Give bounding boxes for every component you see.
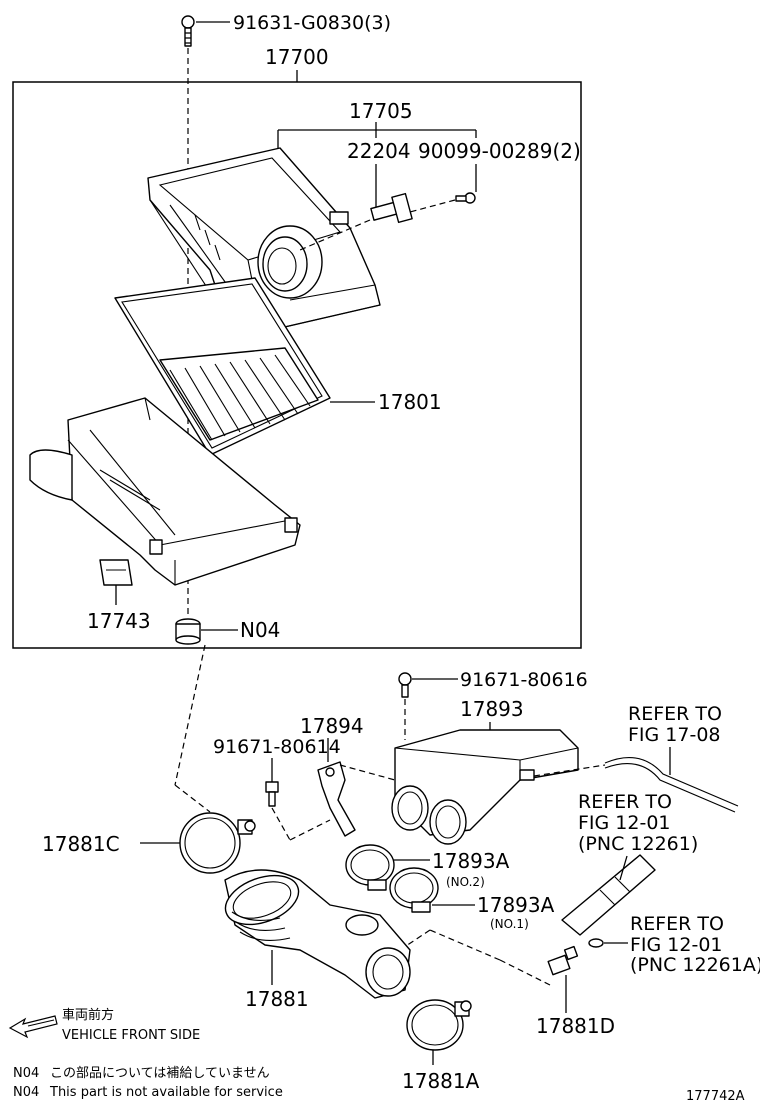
label-grommet: N04	[240, 618, 280, 642]
label-refer2-line3: (PNC 12261)	[578, 833, 698, 855]
note-jp: この部品については補給していません	[50, 1066, 270, 1081]
grommet-icon	[175, 618, 201, 645]
label-sensor: 22204	[347, 139, 411, 163]
front-arrow-icon	[8, 1015, 58, 1039]
hose-12261a-icon	[588, 938, 604, 948]
label-refer3-line2: FIG 12-01	[630, 934, 723, 956]
clamp-17893a-no1-icon	[389, 867, 439, 913]
label-bolt-mid: 91671-80616	[460, 669, 588, 691]
label-refer2-line2: FIG 12-01	[578, 812, 671, 834]
label-front-en: VEHICLE FRONT SIDE	[62, 1028, 200, 1043]
air-cleaner-case-icon	[29, 397, 301, 586]
note-jp-code: N04	[13, 1066, 39, 1081]
label-refer2-line1: REFER TO	[578, 791, 672, 813]
label-assy: 17700	[265, 45, 329, 69]
maf-sensor-icon	[370, 192, 413, 224]
intake-hose-icon	[224, 869, 411, 999]
bracket-894-icon	[317, 761, 356, 837]
label-clamp-893a-1: 17893A	[432, 849, 510, 873]
air-cleaner-cap-icon	[147, 147, 381, 336]
bracket-icon	[99, 559, 133, 586]
clamp-17881a-icon	[406, 999, 472, 1051]
label-bolt-top: 91631-G0830(3)	[233, 12, 391, 34]
label-refer1-line2: FIG 17-08	[628, 724, 721, 746]
sensor-bolt-icon	[455, 192, 476, 204]
label-sensor-bolt: 90099-00289(2)	[418, 139, 581, 163]
label-clamp-893a-2: 17893A	[477, 893, 555, 917]
clamp-17893a-no2-icon	[345, 844, 395, 891]
hose-12261-icon	[561, 854, 656, 936]
filter-element-icon	[114, 277, 331, 456]
clamp-17881c-icon	[179, 812, 256, 874]
label-refer3-line3: (PNC 12261A)	[630, 954, 760, 976]
label-cap: 17705	[349, 99, 413, 123]
label-resonator: 17893	[460, 697, 524, 721]
bolt-894-icon	[265, 781, 279, 807]
label-clamp-c: 17881C	[42, 832, 120, 856]
label-front-jp: 車両前方	[62, 1007, 114, 1023]
label-clamp-a: 17881A	[402, 1069, 480, 1093]
label-refer3-line1: REFER TO	[630, 913, 724, 935]
label-hose: 17881	[245, 987, 309, 1011]
label-refer1-line1: REFER TO	[628, 703, 722, 725]
bolt-mid-icon	[398, 672, 412, 698]
figure-id: 177742A	[686, 1089, 745, 1104]
label-bracket-894: 17894	[300, 714, 364, 738]
note-en-code: N04	[13, 1085, 39, 1100]
bolt-top-icon	[181, 15, 195, 47]
label-clamp-893a-1-sub: (NO.2)	[446, 875, 485, 889]
label-clamp-893a-2-sub: (NO.1)	[490, 917, 529, 931]
label-bracket: 17743	[87, 609, 151, 633]
label-filter: 17801	[378, 390, 442, 414]
label-bolt-894: 91671-80614	[213, 736, 341, 758]
label-hose-joint: 17881D	[536, 1014, 615, 1038]
note-en: This part is not available for service	[49, 1085, 283, 1100]
resonator-icon	[391, 729, 579, 845]
hose-joint-icon	[547, 945, 579, 976]
